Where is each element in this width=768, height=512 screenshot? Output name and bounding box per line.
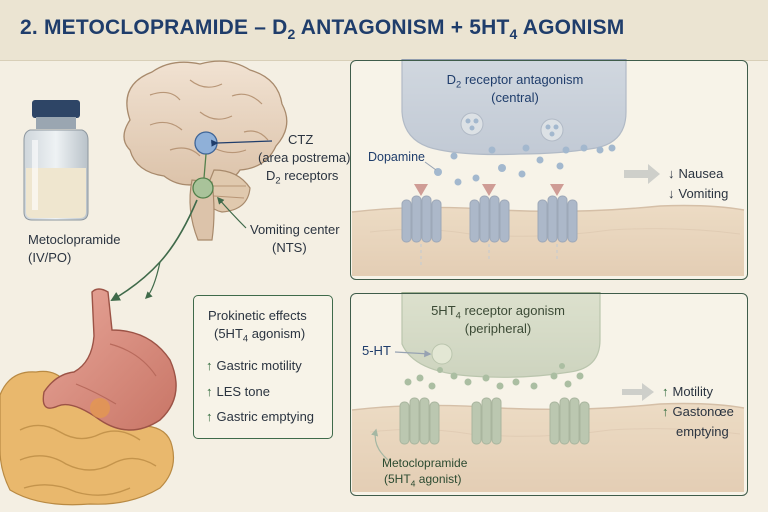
- nts-leader-line: [217, 196, 247, 229]
- agonist-drug-sublabel: (5HT4 agonist): [384, 472, 462, 489]
- page-title: 2. METOCLOPRAMIDE – D2 ANTAGONISM + 5HT4…: [20, 16, 625, 43]
- vial-label: Metoclopramide: [28, 232, 121, 247]
- brain-icon: [123, 60, 288, 241]
- ht4-agonism-panel: [350, 293, 748, 496]
- stomach-icon: [0, 288, 177, 506]
- prokinetic-effects-box: Prokinetic effects (5HT4 agonism) ↑Gastr…: [193, 295, 333, 439]
- ctz-leader-line: [211, 139, 273, 147]
- title-bar: 2. METOCLOPRAMIDE – D2 ANTAGONISM + 5HT4…: [0, 0, 768, 61]
- up-arrow-icon: ↑: [206, 384, 213, 399]
- prokinetic-item: ↑LES tone: [206, 384, 270, 399]
- ht4-effect-item: ↑Gastonœe: [662, 404, 734, 419]
- ht4-effect-item: ↑Motility: [662, 384, 713, 399]
- up-arrow-icon: ↑: [206, 409, 213, 424]
- prokinetic-item: ↑Gastric motility: [206, 358, 302, 373]
- agonist-drug-label: Metoclopramide: [382, 456, 468, 470]
- vagal-pathway-arrow: [110, 199, 198, 301]
- down-arrow-icon: ↓: [668, 186, 675, 201]
- ht4-panel-subtitle: (peripheral): [464, 321, 532, 336]
- d2-panel-subtitle: (central): [491, 90, 539, 105]
- dopamine-label: Dopamine: [368, 150, 425, 164]
- ht4-panel-title: 5HT4 receptor agonism: [431, 303, 565, 321]
- ht4-effect-item: emptying: [676, 424, 729, 439]
- up-arrow-icon: ↑: [206, 358, 213, 373]
- vial-icon: [23, 100, 89, 221]
- prokinetic-title: Prokinetic effects: [208, 308, 307, 323]
- d2-antagonism-panel: [350, 60, 748, 280]
- ctz-label: CTZ: [288, 132, 314, 147]
- up-arrow-icon: ↑: [662, 384, 669, 399]
- area-postrema-label: (area postrema): [258, 150, 351, 165]
- vomiting-center-label: Vomiting center: [250, 222, 340, 237]
- serotonin-label: 5-HT: [362, 343, 391, 358]
- down-arrow-icon: ↓: [668, 166, 675, 181]
- d2-effect-item: ↓Vomiting: [668, 186, 729, 201]
- prokinetic-subtitle: (5HT4 agonism): [214, 326, 306, 344]
- d2-panel-title: D2 receptor antagonism: [446, 72, 584, 90]
- vial-route-label: (IV/PO): [28, 250, 72, 265]
- up-arrow-icon: ↑: [662, 404, 669, 419]
- nts-label: (NTS): [272, 240, 307, 255]
- prokinetic-item: ↑Gastric emptying: [206, 409, 315, 424]
- vagal-branch-arrow: [144, 261, 161, 300]
- d2-effect-item: ↓Nausea: [668, 166, 724, 181]
- ctz-receptor-label: D2 receptors: [266, 168, 339, 186]
